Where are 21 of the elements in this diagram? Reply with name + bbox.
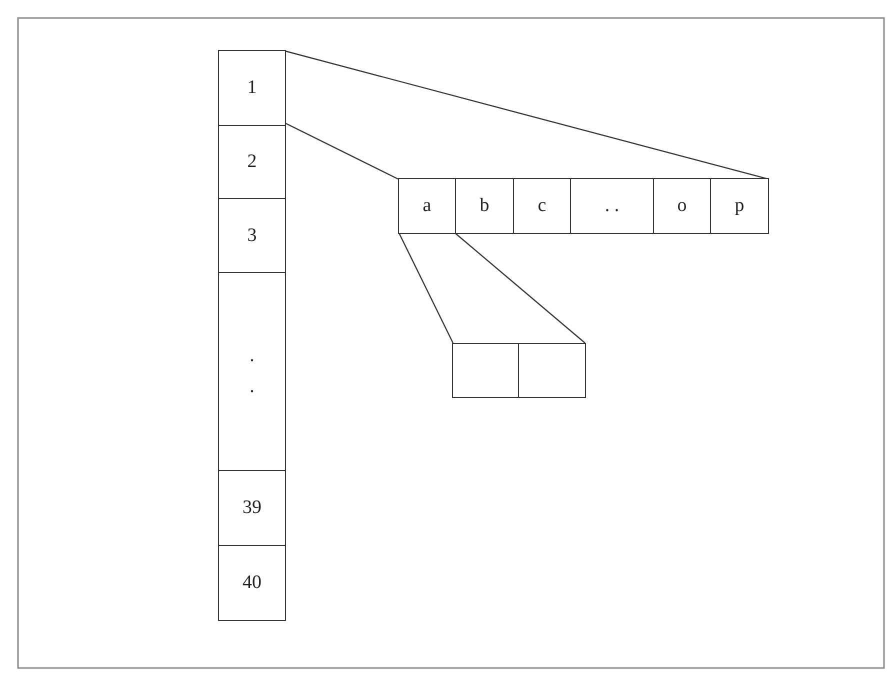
cell-array [218, 50, 285, 620]
expansion-line [454, 232, 586, 344]
cell-text: . . [248, 344, 256, 398]
cell-text: 3 [247, 224, 257, 246]
cell-text: p [734, 195, 744, 217]
cell-text: b [480, 195, 490, 217]
table-cell [710, 178, 769, 234]
cell-array [452, 343, 585, 397]
cell-text: . . [604, 195, 620, 217]
cell-array [398, 178, 768, 233]
cell-text: c [538, 195, 546, 217]
cell-text: 1 [247, 77, 257, 99]
expansion-line [284, 122, 398, 180]
expansion-line [284, 50, 768, 180]
cell-text: o [677, 195, 687, 217]
cell-text: 2 [247, 151, 257, 173]
expansion-line [398, 232, 454, 344]
cell-text: a [422, 195, 432, 217]
cell-text: 39 [242, 497, 262, 519]
table-cell [218, 545, 286, 621]
cell-text: 40 [242, 572, 262, 594]
